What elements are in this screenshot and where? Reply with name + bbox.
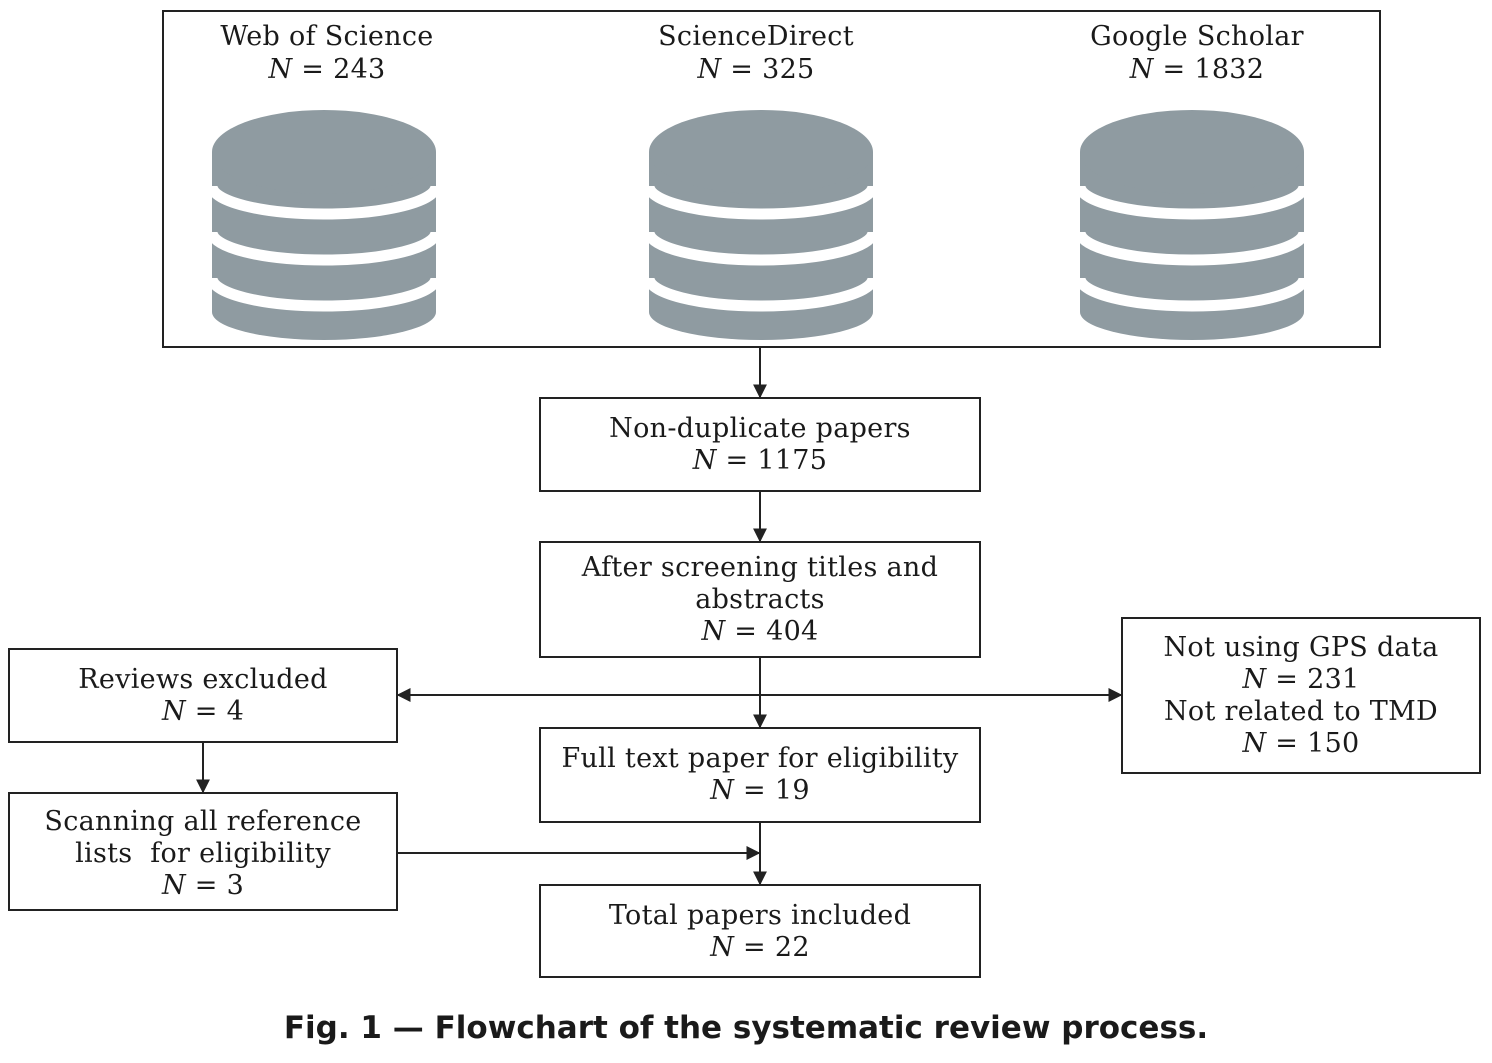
exclusion-count-tmd: = 150: [1275, 728, 1360, 759]
box-label: Reviews excluded: [78, 664, 328, 695]
box-label-line-2: abstracts: [695, 584, 825, 615]
exclusion-label-gps: Not using GPS data: [1163, 632, 1439, 663]
source-count: = 243: [301, 54, 386, 85]
box-count: = 1175: [725, 445, 828, 476]
sources-frame: [162, 10, 1381, 348]
box-count: = 22: [743, 932, 810, 963]
source-count: = 1832: [1162, 54, 1265, 85]
box-label: Total papers included: [608, 900, 912, 931]
figure-caption: Fig. 1 — Flowchart of the systematic rev…: [283, 1010, 1209, 1046]
exclusion-label-tmd: Not related to TMD: [1163, 696, 1438, 727]
box-after-screening: After screening titles and abstracts N =…: [539, 541, 981, 658]
box-scanning-references: Scanning all reference lists for eligibi…: [8, 792, 398, 911]
n-symbol: N: [710, 775, 735, 806]
box-excluded-reasons: Not using GPS data N = 231 Not related t…: [1121, 617, 1481, 774]
box-nondup-papers: Non-duplicate papers N = 1175: [539, 397, 981, 492]
box-label: Non-duplicate papers: [609, 413, 911, 444]
source-name: Google Scholar: [1090, 21, 1304, 52]
n-symbol: N: [1242, 728, 1267, 759]
box-full-text: Full text paper for eligibility N = 19: [539, 727, 981, 823]
source-count: = 325: [730, 54, 815, 85]
box-count: = 404: [734, 616, 819, 647]
box-label: Full text paper for eligibility: [561, 743, 959, 774]
n-symbol: N: [697, 54, 722, 85]
box-label-line-1: Scanning all reference: [44, 806, 362, 837]
source-label-google-scholar: Google Scholar N = 1832: [1047, 20, 1347, 86]
box-count: = 4: [194, 696, 245, 727]
box-reviews-excluded: Reviews excluded N = 4: [8, 648, 398, 743]
source-label-web-of-science: Web of Science N = 243: [177, 20, 477, 86]
box-label-line-1: After screening titles and: [581, 552, 939, 583]
database-icon-web-of-science: [212, 110, 436, 340]
box-count: = 3: [194, 870, 245, 901]
database-icon-sciencedirect: [649, 110, 873, 340]
box-label-line-2: lists for eligibility: [75, 838, 331, 869]
n-symbol: N: [1129, 54, 1154, 85]
n-symbol: N: [701, 616, 726, 647]
source-name: ScienceDirect: [658, 21, 854, 52]
database-icon-google-scholar: [1080, 110, 1304, 340]
source-label-sciencedirect: ScienceDirect N = 325: [606, 20, 906, 86]
source-name: Web of Science: [220, 21, 434, 52]
n-symbol: N: [710, 932, 735, 963]
box-count: = 19: [743, 775, 810, 806]
n-symbol: N: [268, 54, 293, 85]
n-symbol: N: [1242, 664, 1267, 695]
exclusion-count-gps: = 231: [1275, 664, 1360, 695]
n-symbol: N: [161, 870, 186, 901]
n-symbol: N: [692, 445, 717, 476]
box-total-included: Total papers included N = 22: [539, 884, 981, 978]
n-symbol: N: [161, 696, 186, 727]
